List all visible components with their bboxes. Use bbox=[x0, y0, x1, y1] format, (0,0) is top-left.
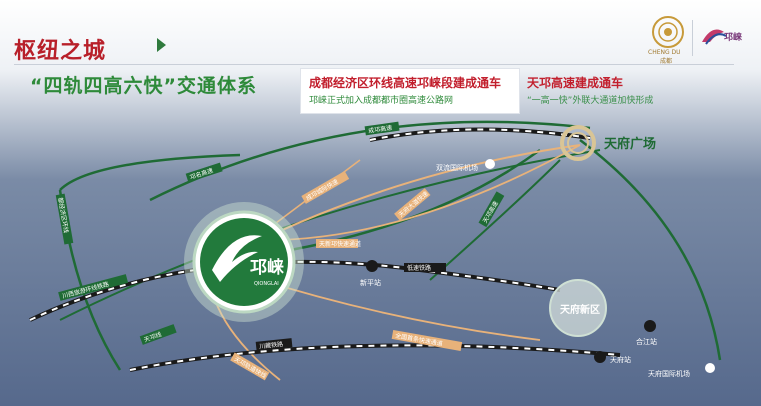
route-green-southeast bbox=[579, 139, 722, 361]
news-headline-1: 成都经济区环线高速邛崃段建成通车 bbox=[309, 76, 502, 90]
tianfu-newarea-marker bbox=[549, 279, 607, 337]
qionglai-phoenix-icon bbox=[212, 235, 262, 282]
tianfu-station-label: 天府站 bbox=[610, 355, 631, 364]
route-label-tianhuang: 天邛轨道快线 bbox=[233, 355, 268, 380]
hejiang-station-label: 合江站 bbox=[636, 337, 657, 346]
tianfu-newarea-label: 天府新区 bbox=[560, 303, 600, 316]
title-arrow-icon bbox=[157, 38, 166, 52]
route-tan-2 bbox=[249, 144, 581, 242]
qionglai-logo-icon bbox=[702, 29, 727, 45]
tianfu-station-icon bbox=[594, 351, 606, 363]
page-title: 枢纽之城 bbox=[14, 39, 107, 64]
qionglai-center-latin: QIONGLAI bbox=[254, 281, 279, 287]
tianfu-square-marker bbox=[560, 125, 596, 161]
route-label-low-speed-rail: 低速铁路 bbox=[407, 264, 431, 272]
shuangliu-airport-label: 双流国际机场 bbox=[436, 163, 478, 172]
xinping-station-icon bbox=[366, 260, 378, 272]
route-green-long bbox=[59, 149, 601, 321]
chengdu-logo-cn: 成都 bbox=[660, 58, 673, 65]
qionglai-logo-text: 邛崃 bbox=[724, 33, 743, 43]
shuangliu-airport-icon bbox=[485, 159, 495, 169]
tianfu-airport-icon bbox=[705, 363, 715, 373]
rail-line-3 bbox=[369, 127, 591, 142]
qionglai-center-name: 邛崃 bbox=[250, 257, 284, 278]
route-label-tianqiong-quick: 天新邛快速通道 bbox=[319, 240, 361, 248]
news-box bbox=[300, 68, 520, 114]
route-label-chengqiong-rail: 川藏铁路 bbox=[259, 340, 284, 350]
chengdu-logo-latin: CHENG DU bbox=[648, 49, 681, 56]
qionglai-center bbox=[200, 218, 288, 306]
route-jingji-ring bbox=[59, 153, 241, 191]
page-subtitle: “四轨四高六快”交通体系 bbox=[30, 75, 257, 97]
header-divider bbox=[14, 64, 734, 65]
chengdu-logo-icon bbox=[652, 16, 684, 48]
logo-divider bbox=[692, 20, 693, 56]
news-detail-2: “一高一快”外联大通道加快形成 bbox=[527, 96, 654, 106]
route-tan-4 bbox=[214, 299, 281, 381]
route-label-chengshuang: 成邛城际快速 bbox=[304, 177, 339, 202]
route-label-qiongming: 邛名高速 bbox=[189, 166, 214, 181]
xinping-station-label: 新平站 bbox=[360, 278, 381, 287]
route-green-mid bbox=[429, 159, 561, 281]
tianfu-airport-label: 天府国际机场 bbox=[648, 369, 690, 378]
news-headline-2: 天邛高速建成通车 bbox=[527, 76, 624, 90]
tianfu-square-label: 天府广场 bbox=[604, 136, 656, 152]
news-detail-1: 邛崃正式加入成都都市圈高速公路网 bbox=[309, 96, 454, 106]
hejiang-station-icon bbox=[644, 320, 656, 332]
route-label-chengqiong: 成邛高速 bbox=[368, 124, 393, 135]
